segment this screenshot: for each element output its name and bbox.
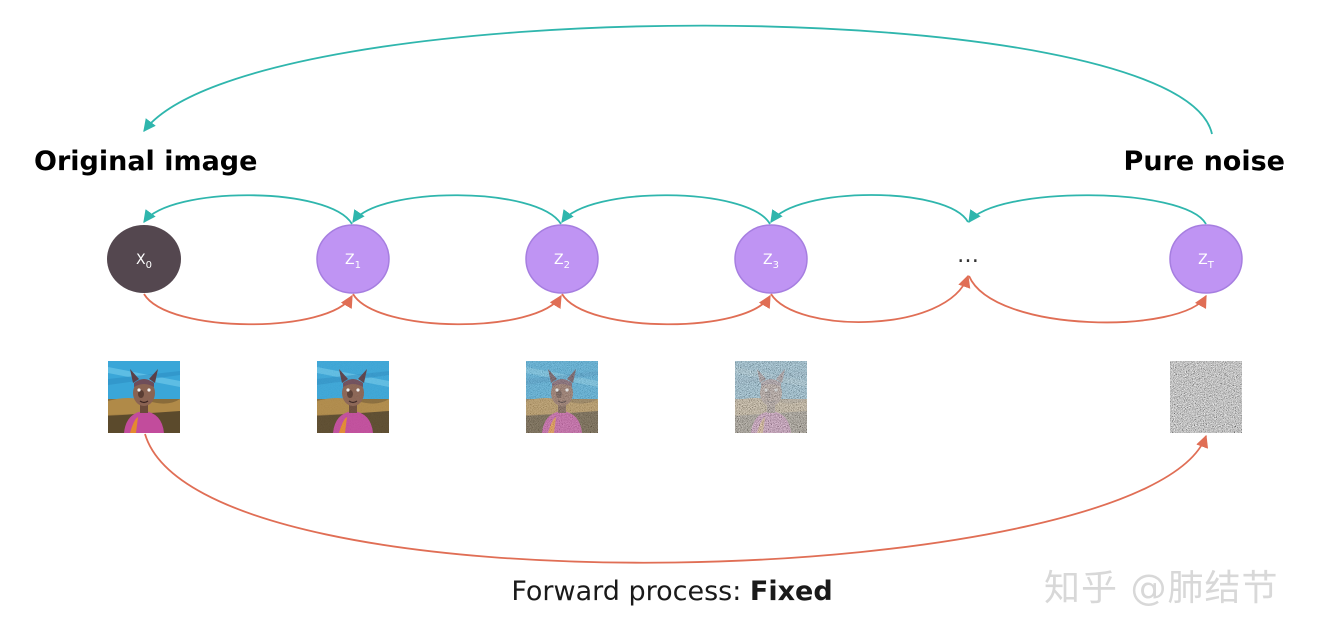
node-z2-letter: Z xyxy=(554,252,564,268)
node-z3-subscript: 3 xyxy=(773,260,779,271)
forward-arrow-x0-z1 xyxy=(143,293,353,326)
caption-prefix: Forward process: xyxy=(511,576,750,607)
node-zT-subscript: T xyxy=(1207,260,1215,271)
node-z2-subscript: 2 xyxy=(564,260,570,271)
forward-arrow-z3-dots xyxy=(770,274,971,323)
original-image-label: Original image xyxy=(34,146,257,177)
thumbnail-z3 xyxy=(735,361,807,433)
forward-process-caption: Forward process: Fixed xyxy=(0,576,1324,607)
node-z3-letter: Z xyxy=(763,252,773,268)
node-zT: ZT xyxy=(1169,224,1243,294)
node-z1: Z1 xyxy=(316,224,390,294)
caption-emphasis: Fixed xyxy=(749,576,833,607)
node-z1-letter: Z xyxy=(345,252,355,268)
watermark: 知乎 @肺结节 xyxy=(1044,568,1279,609)
reverse-arrow-z2-z1 xyxy=(352,194,562,225)
forward-step-arrows xyxy=(143,274,1207,326)
node-z3: Z3 xyxy=(734,224,808,294)
node-zT-letter: Z xyxy=(1198,252,1208,268)
reverse-arrow-dots-z3 xyxy=(770,194,969,224)
svg-text:Z3: Z3 xyxy=(763,252,779,271)
ellipsis-node: … xyxy=(957,243,979,268)
reverse-arrow-z3-z2 xyxy=(561,194,771,225)
thumbnail-x0 xyxy=(108,361,180,433)
thumbnail-z2 xyxy=(526,361,598,433)
thumbnail-zT xyxy=(1170,361,1242,433)
svg-text:Z2: Z2 xyxy=(554,252,570,271)
node-x0-subscript: 0 xyxy=(146,260,152,271)
node-x0-letter: X xyxy=(136,252,146,268)
thumbnail-z1 xyxy=(317,361,389,433)
svg-text:X0: X0 xyxy=(136,252,152,271)
reverse-process-arrow-global xyxy=(143,24,1213,135)
forward-arrow-z1-z2 xyxy=(352,293,562,326)
node-z2: Z2 xyxy=(525,224,599,294)
pure-noise-label: Pure noise xyxy=(1124,146,1285,177)
forward-arrow-dots-zT xyxy=(968,275,1207,324)
svg-text:Z1: Z1 xyxy=(345,252,361,271)
node-x0: X0 xyxy=(107,225,181,293)
reverse-arrow-zT-dots xyxy=(968,194,1207,225)
reverse-step-arrows xyxy=(143,194,1207,225)
forward-process-arrow-global xyxy=(144,433,1208,564)
forward-arrow-z2-z3 xyxy=(561,293,771,326)
node-z1-subscript: 1 xyxy=(355,260,361,271)
svg-text:ZT: ZT xyxy=(1198,252,1215,271)
reverse-arrow-z1-x0 xyxy=(143,194,353,225)
